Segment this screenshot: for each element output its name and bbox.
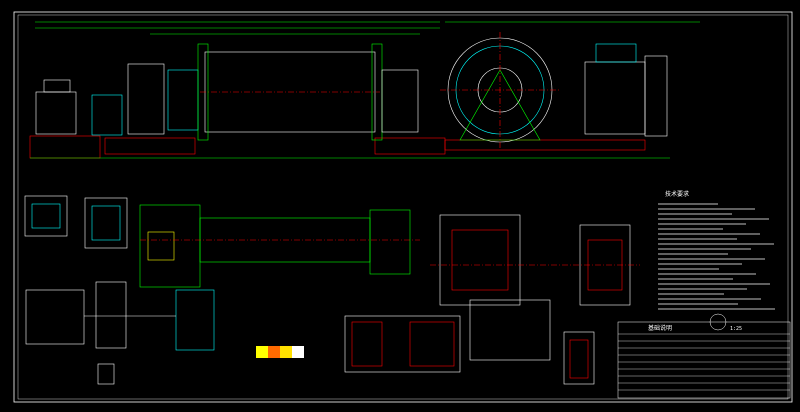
section-detail bbox=[344, 315, 461, 373]
foundation-detail bbox=[91, 205, 121, 241]
sheet-inner-border bbox=[17, 14, 789, 400]
foundation-block bbox=[451, 229, 509, 291]
foundation-detail bbox=[31, 203, 61, 229]
foundation-slab bbox=[444, 139, 646, 151]
motor-body bbox=[43, 79, 71, 93]
layer-swatches bbox=[256, 346, 304, 358]
section-detail bbox=[469, 299, 551, 361]
foundation-slab bbox=[29, 135, 101, 159]
foundation-detail bbox=[24, 195, 68, 237]
layer-swatch bbox=[292, 346, 304, 358]
motor-plan bbox=[95, 281, 127, 349]
motor-plan bbox=[25, 289, 85, 345]
foundation-detail bbox=[84, 197, 128, 249]
foundation-slab bbox=[104, 137, 196, 155]
layer-swatch bbox=[268, 346, 280, 358]
end-drive bbox=[584, 61, 646, 135]
section-detail bbox=[563, 331, 595, 385]
layer-swatch bbox=[256, 346, 268, 358]
scale-symbol bbox=[709, 313, 727, 331]
pier-plan bbox=[147, 231, 175, 261]
foundation-slab bbox=[374, 137, 446, 155]
title-block-rows bbox=[618, 333, 790, 391]
section-detail bbox=[409, 321, 455, 367]
elevation-view bbox=[29, 21, 700, 159]
anchor-box bbox=[97, 363, 115, 385]
scale-label: 1:25 bbox=[730, 326, 742, 332]
notes-text-lines bbox=[658, 203, 775, 310]
title-block: 基础说明 bbox=[617, 321, 791, 399]
motor-body bbox=[35, 91, 77, 135]
pier-plan bbox=[369, 209, 411, 275]
trunnion bbox=[381, 69, 419, 133]
reducer-body bbox=[127, 63, 165, 135]
foundation-block bbox=[587, 239, 623, 291]
end-drive bbox=[595, 43, 637, 63]
bearing-housing bbox=[167, 69, 199, 131]
pier-plan bbox=[139, 204, 201, 288]
plan-view bbox=[24, 195, 420, 385]
notes-block: 技术要求 bbox=[658, 190, 775, 310]
foundation-block bbox=[439, 214, 521, 306]
layer-swatch bbox=[280, 346, 292, 358]
end-drive bbox=[644, 55, 668, 137]
section-detail bbox=[351, 321, 383, 367]
notes-heading: 技术要求 bbox=[665, 190, 689, 198]
sheet-border bbox=[13, 11, 793, 403]
mill-flange bbox=[197, 43, 209, 141]
foundation-plans bbox=[344, 214, 640, 385]
title-block-heading: 基础说明 bbox=[648, 324, 672, 332]
section-detail bbox=[569, 339, 589, 379]
title-block-frame bbox=[617, 321, 791, 399]
reducer-plan bbox=[175, 289, 215, 351]
reducer-body bbox=[91, 94, 123, 136]
